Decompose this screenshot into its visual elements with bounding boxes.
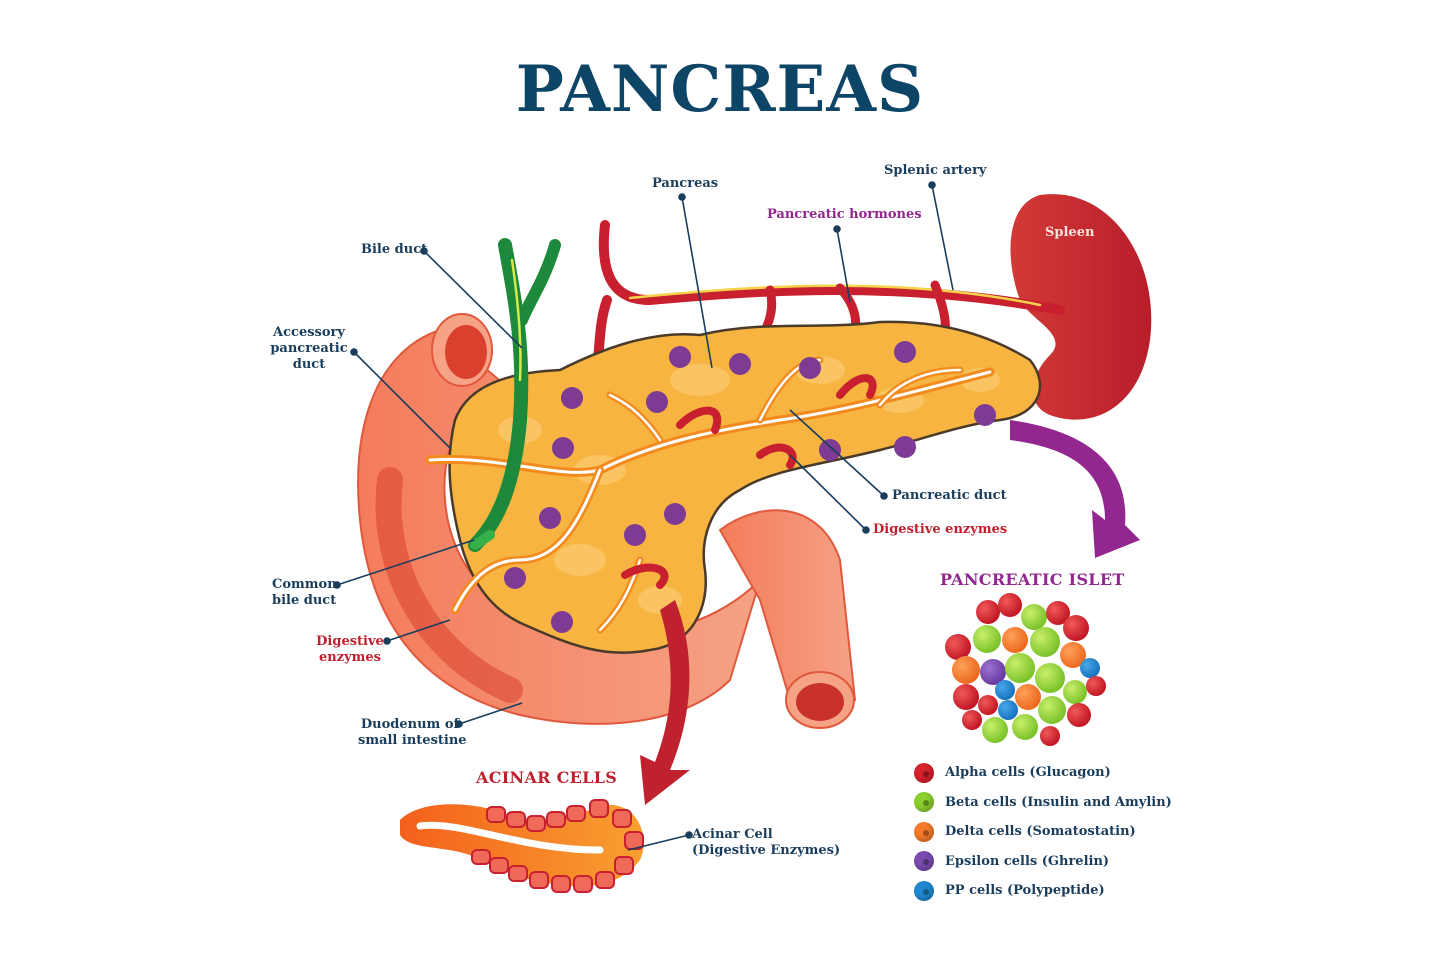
alpha-cell-icon (914, 762, 934, 783)
delta-cell-icon (914, 821, 934, 842)
spleen (1010, 194, 1152, 420)
label-splenic-artery: Splenic artery (884, 163, 987, 178)
pancreatic-islets (504, 341, 996, 633)
label-accessory-pancreatic-duct: Accessory pancreatic duct (268, 325, 350, 373)
legend-label: Alpha cells (Glucagon) (945, 765, 1111, 781)
label-line: Digestive (316, 634, 384, 649)
diagram-title: PANCREAS (515, 52, 925, 127)
acinar-arrow (640, 600, 690, 805)
label-common-bile-duct: Common bile duct (272, 577, 337, 609)
label-line: small intestine (358, 733, 467, 748)
islet-cell-legend: Alpha cells (Glucagon) Beta cells (Insul… (914, 758, 1172, 906)
legend-item-delta: Delta cells (Somatostatin) (914, 817, 1172, 847)
beta-cell-icon (914, 792, 934, 813)
leader-lines (333, 181, 954, 851)
label-acinar-cell: Acinar Cell (Digestive Enzymes) (692, 827, 840, 859)
label-digestive-enzymes-left: Digestive enzymes (316, 634, 384, 666)
label-line: Duodenum of (360, 717, 460, 732)
label-line: duct (292, 357, 326, 372)
label-spleen: Spleen (1045, 225, 1095, 240)
legend-item-pp: PP cells (Polypeptide) (914, 876, 1172, 906)
label-digestive-enzymes-right: Digestive enzymes (873, 522, 1008, 537)
label-duodenum: Duodenum of small intestine (358, 717, 467, 749)
islet-arrow (1010, 420, 1140, 558)
label-pancreatic-duct: Pancreatic duct (892, 488, 1007, 503)
heading-acinar-cells: ACINAR CELLS (476, 768, 618, 787)
legend-item-alpha: Alpha cells (Glucagon) (914, 758, 1172, 788)
label-line: Accessory (273, 325, 345, 340)
acinar-cells-diagram (400, 799, 644, 893)
legend-label: Delta cells (Somatostatin) (945, 824, 1136, 840)
duodenum (357, 313, 857, 729)
legend-item-beta: Beta cells (Insulin and Amylin) (914, 788, 1172, 818)
label-line: enzymes (318, 650, 381, 665)
epsilon-cell-icon (914, 851, 934, 872)
islet-cell-cluster (945, 593, 1106, 746)
pp-cell-icon (914, 880, 934, 901)
label-line: bile duct (272, 593, 337, 608)
heading-pancreatic-islet: PANCREATIC ISLET (940, 570, 1125, 589)
label-pancreas: Pancreas (652, 176, 719, 191)
legend-label: Epsilon cells (Ghrelin) (945, 853, 1110, 869)
label-line: Common (272, 577, 337, 592)
legend-label: Beta cells (Insulin and Amylin) (945, 794, 1172, 810)
label-line: Acinar Cell (692, 827, 773, 842)
label-bile-duct: Bile duct (361, 242, 428, 257)
label-pancreatic-hormones: Pancreatic hormones (767, 207, 922, 222)
legend-item-epsilon: Epsilon cells (Ghrelin) (914, 847, 1172, 877)
label-line: pancreatic (270, 341, 348, 356)
legend-label: PP cells (Polypeptide) (945, 883, 1105, 899)
label-line: (Digestive Enzymes) (692, 843, 841, 858)
acinar-clusters (621, 374, 877, 589)
bile-duct (468, 238, 561, 552)
